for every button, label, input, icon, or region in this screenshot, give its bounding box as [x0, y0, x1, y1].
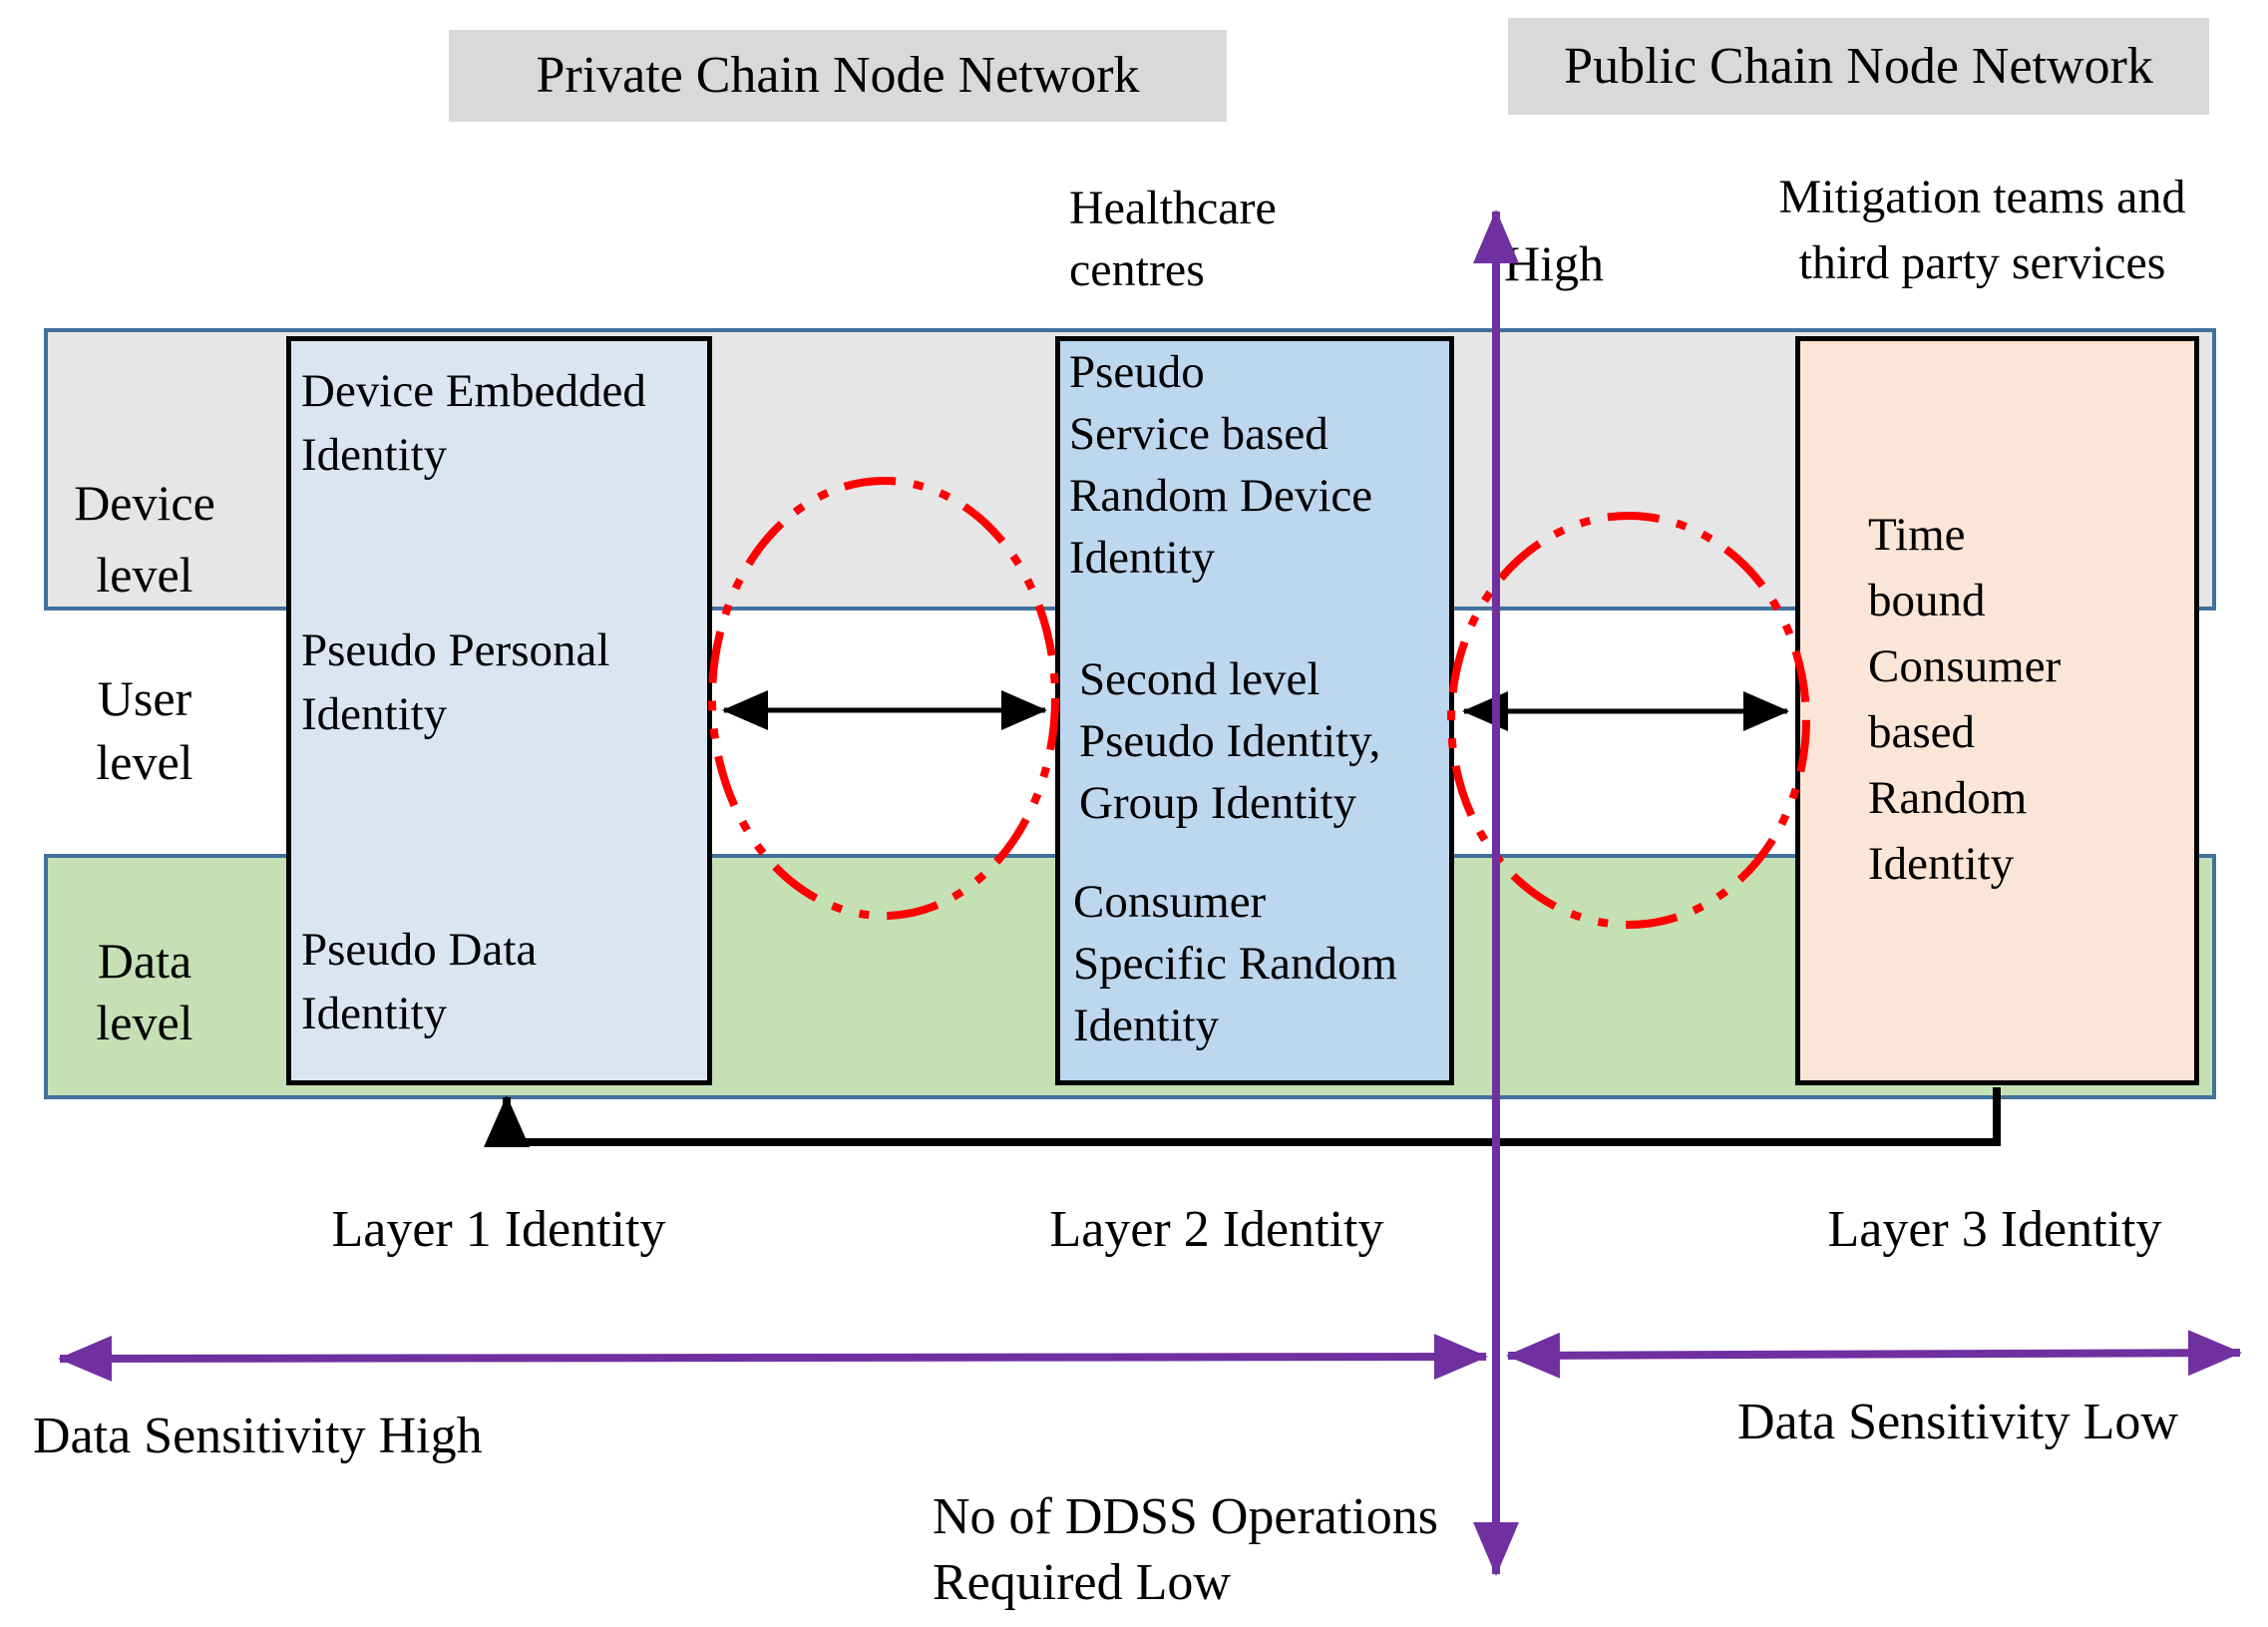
- ddss-operations-line1: No of DDSS Operations: [933, 1488, 1438, 1545]
- layer2-device-line3: Random Device: [1069, 470, 1373, 522]
- layer2-user-entry: Second level Pseudo Identity, Group Iden…: [1079, 648, 1380, 834]
- mitigation-teams-label: Mitigation teams and third party service…: [1701, 165, 2264, 296]
- layer2-user-line2: Pseudo Identity,: [1079, 715, 1381, 767]
- layer1-device-line1: Device Embedded: [301, 365, 646, 417]
- user-level-line1: User: [97, 670, 192, 726]
- layer1-data-entry: Pseudo Data Identity: [301, 918, 537, 1045]
- high-axis-label: High: [1504, 235, 1604, 291]
- layer1-user-line2: Identity: [301, 688, 448, 740]
- layer1-data-line2: Identity: [301, 988, 448, 1039]
- layer3-identity-label: Layer 3 Identity: [1827, 1201, 2162, 1258]
- data-level-line2: level: [96, 995, 193, 1050]
- layer1-data-line1: Pseudo Data: [301, 924, 538, 976]
- layer3-line3: Consumer: [1868, 640, 2062, 692]
- layer1-user-line1: Pseudo Personal: [301, 624, 610, 676]
- user-level-label: User level: [40, 666, 249, 794]
- ddss-operations-label: No of DDSS Operations Required Low: [933, 1484, 1438, 1616]
- data-sensitivity-high-label: Data Sensitivity High: [33, 1408, 483, 1464]
- healthcare-centres-label: Healthcare centres: [1069, 178, 1277, 301]
- layer2-device-line4: Identity: [1069, 532, 1216, 584]
- layer2-data-entry: Consumer Specific Random Identity: [1073, 871, 1397, 1056]
- layer2-data-line1: Consumer: [1073, 876, 1267, 928]
- layer3-line4: based: [1868, 706, 1976, 758]
- mitigation-line1: Mitigation teams and: [1778, 171, 2186, 223]
- layer3-line2: bound: [1868, 575, 1986, 626]
- data-sensitivity-axis-right: [1506, 1330, 2242, 1379]
- device-level-label: Device level: [40, 467, 249, 610]
- layer2-user-line1: Second level: [1079, 653, 1321, 705]
- layer3-line5: Random: [1868, 772, 2028, 824]
- layer3-line6: Identity: [1868, 838, 2015, 890]
- layer1-device-entry: Device Embedded Identity: [301, 359, 646, 487]
- user-level-line2: level: [96, 734, 193, 790]
- ddss-operations-line2: Required Low: [933, 1554, 1231, 1611]
- layer2-device-line2: Service based: [1069, 408, 1328, 460]
- layer2-data-line2: Specific Random: [1073, 938, 1398, 990]
- healthcare-line1: Healthcare: [1069, 182, 1277, 234]
- layer1-identity-box: [286, 336, 712, 1085]
- layer2-user-line3: Group Identity: [1079, 777, 1357, 829]
- layer1-identity-label: Layer 1 Identity: [331, 1201, 666, 1258]
- layer2-device-line1: Pseudo: [1069, 346, 1205, 398]
- healthcare-line2: centres: [1069, 243, 1205, 296]
- layer2-device-entry: Pseudo Service based Random Device Ident…: [1069, 341, 1372, 589]
- data-sensitivity-low-label: Data Sensitivity Low: [1737, 1394, 2178, 1450]
- data-level-label: Data level: [40, 930, 249, 1053]
- device-level-line1: Device: [74, 475, 215, 531]
- layer1-user-entry: Pseudo Personal Identity: [301, 618, 609, 746]
- layer2-identity-label: Layer 2 Identity: [1049, 1201, 1384, 1258]
- layer3-entry: Time bound Consumer based Random Identit…: [1868, 502, 2061, 897]
- private-chain-header: Private Chain Node Network: [449, 30, 1227, 122]
- public-chain-header: Public Chain Node Network: [1508, 18, 2209, 115]
- layer1-device-line2: Identity: [301, 429, 448, 481]
- layer2-data-line3: Identity: [1073, 1000, 1220, 1051]
- mitigation-line2: third party services: [1798, 236, 2166, 289]
- layer3-line1: Time: [1868, 509, 1966, 561]
- device-level-line2: level: [96, 547, 193, 603]
- data-sensitivity-axis-left: [58, 1334, 1488, 1382]
- data-level-line1: Data: [97, 933, 192, 989]
